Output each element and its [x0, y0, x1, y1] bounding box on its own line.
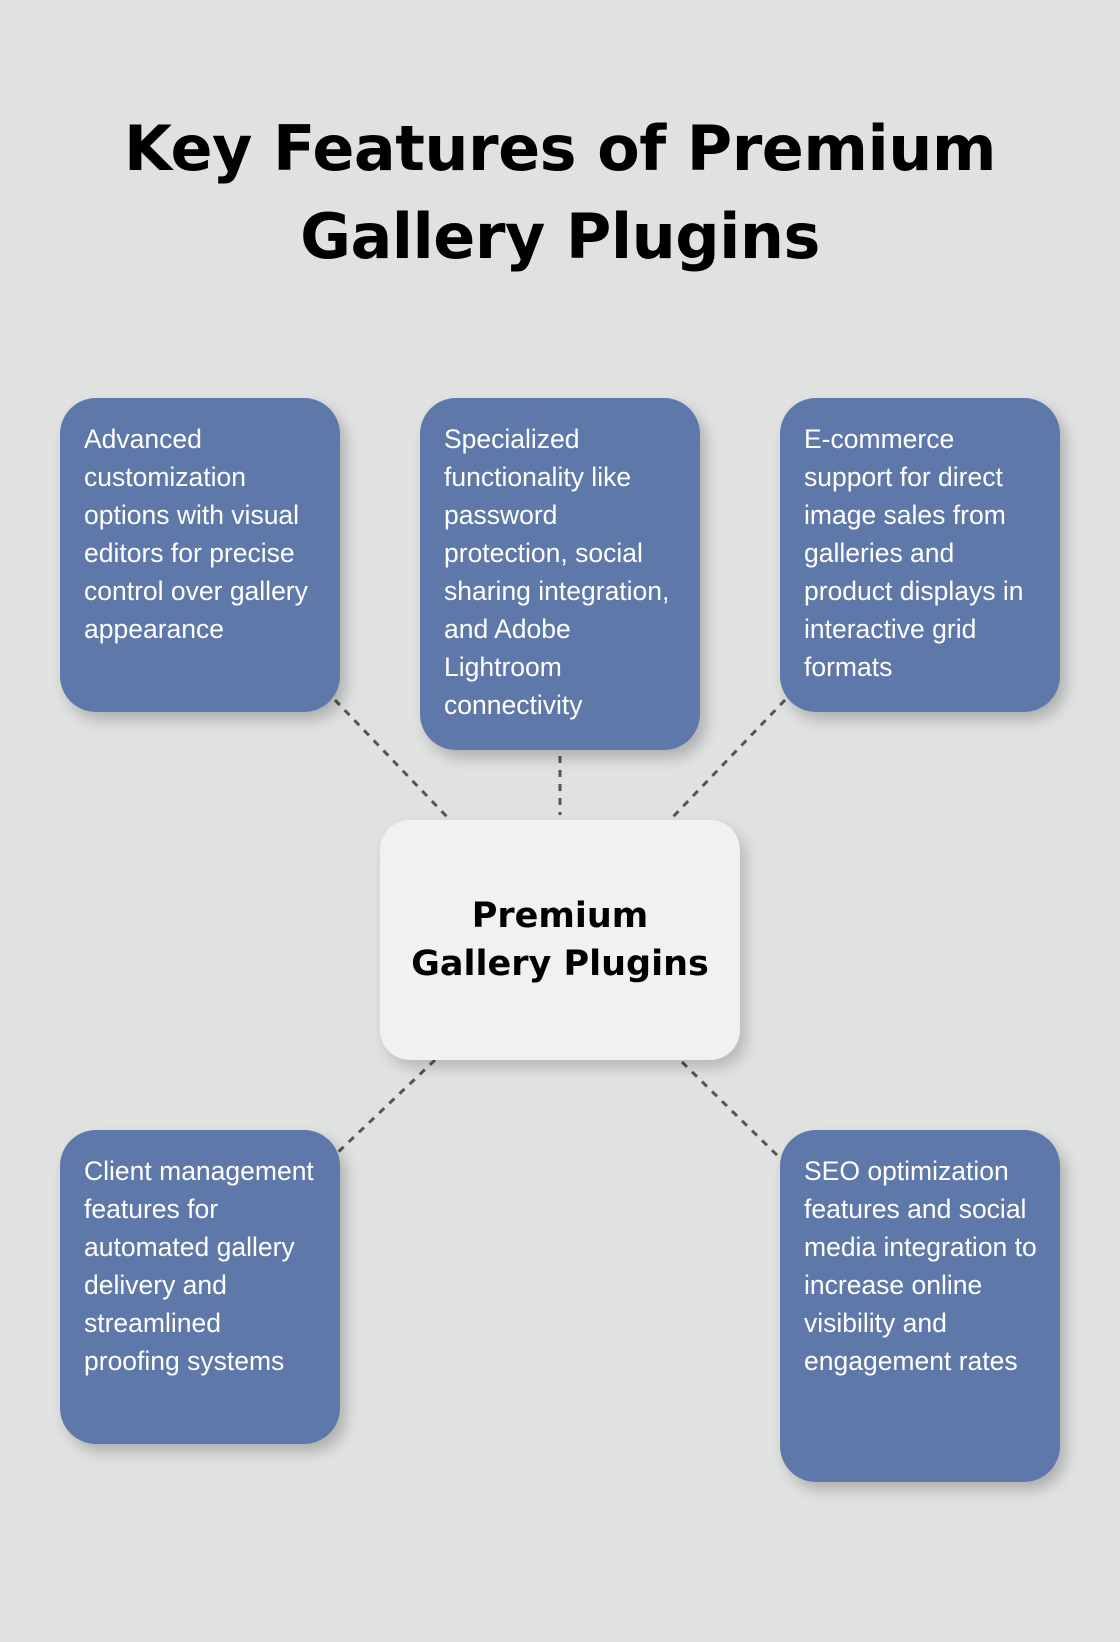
feature-text: E-commerce support for direct image sale… [804, 424, 1024, 682]
page-title: Key Features of Premium Gallery Plugins [124, 112, 996, 273]
connector-feature-5 [680, 1060, 784, 1162]
connector-feature-4 [333, 1058, 437, 1157]
feature-node-seo: SEO optimization features and social med… [780, 1130, 1060, 1482]
central-node-label: Premium Gallery Plugins [411, 896, 709, 984]
feature-node-customization: Advanced customization options with visu… [60, 398, 340, 712]
feature-text: Client management features for automated… [84, 1156, 314, 1376]
feature-text: Advanced customization options with visu… [84, 424, 308, 644]
feature-text: SEO optimization features and social med… [804, 1156, 1037, 1376]
feature-node-client-management: Client management features for automated… [60, 1130, 340, 1444]
feature-node-specialized-functionality: Specialized functionality like password … [420, 398, 700, 750]
central-node: Premium Gallery Plugins [380, 820, 740, 1060]
feature-text: Specialized functionality like password … [444, 424, 670, 720]
feature-node-ecommerce: E-commerce support for direct image sale… [780, 398, 1060, 712]
